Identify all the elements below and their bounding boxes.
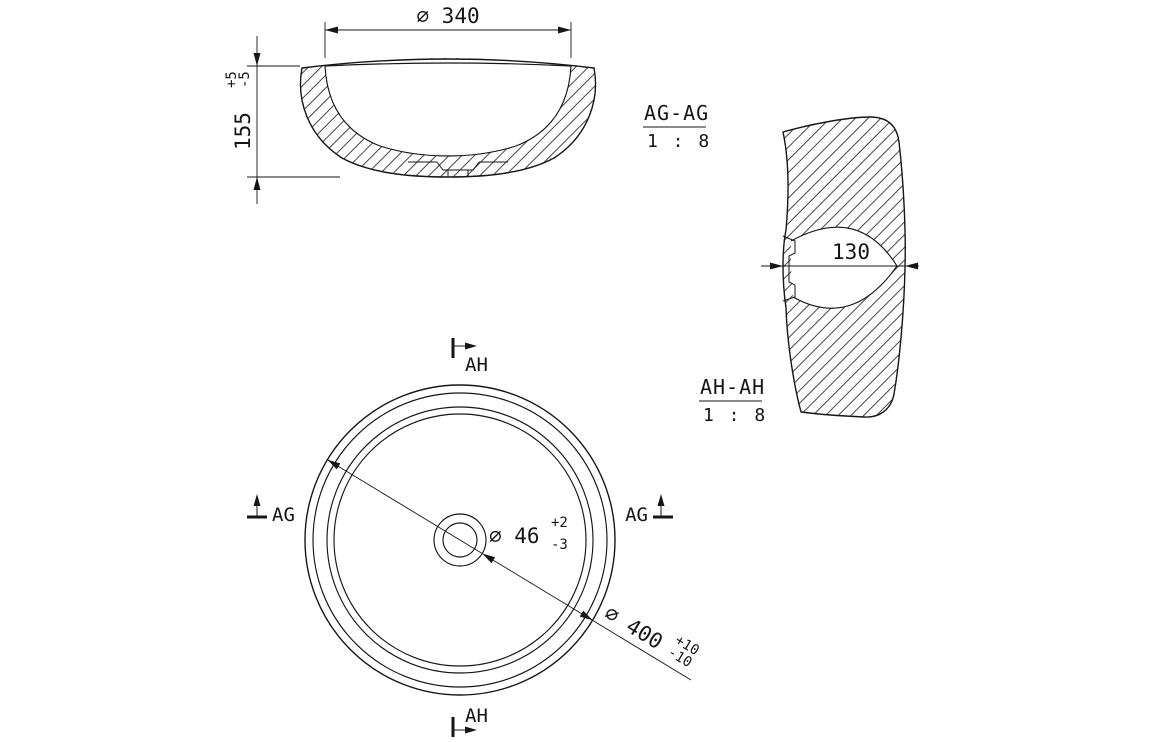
marker-arrowhead (253, 494, 261, 506)
circle-outer-rim (304, 384, 616, 696)
section-marker-ag-left: AG (247, 494, 295, 526)
section-marker-ah-bottom: AH (451, 705, 488, 737)
marker-arrowhead (465, 342, 477, 350)
basin-outer-profile (299, 58, 597, 178)
side-inner-bowl-arc-upper (790, 226, 898, 267)
section-marker-ah-top: AH (451, 338, 488, 376)
section-scale-ah: 1 : 8 (703, 405, 767, 426)
circle-bowl-inner-edge (333, 413, 587, 667)
marker-arrowhead (465, 726, 477, 734)
circle-drain-inner (442, 522, 478, 558)
circle-bowl-opening (326, 406, 594, 674)
side-inner-bowl-arc-lower (792, 265, 898, 309)
drain-recess-detail (408, 161, 508, 177)
dimension-drain-46: ⌀ 46 +2 -3 (482, 515, 568, 564)
section-ah-view: 130 AH-AH 1 : 8 (699, 116, 919, 426)
section-title-ag: AG-AG (644, 101, 709, 125)
basin-rim-opening-arc (324, 62, 572, 67)
plan-view: ⌀ 400 +10 -10 ⌀ 46 +2 -3 AH AH (247, 338, 702, 737)
dim-arrowhead (905, 262, 918, 270)
marker-label-ah: AH (465, 705, 488, 727)
dimension-diameter-400: ⌀ 400 +10 -10 (326, 458, 702, 681)
dimension-line-oblique (326, 458, 692, 681)
dim-text-drain-46: ⌀ 46 (489, 524, 540, 548)
dim-arrowhead (558, 26, 571, 34)
section-ah-title-block: AH-AH 1 : 8 (699, 375, 767, 426)
dim-arrowhead (253, 53, 261, 66)
section-scale-ag: 1 : 8 (647, 131, 711, 152)
dim-tolerance-plus: +2 (551, 515, 568, 531)
basin-inner-bowl-profile (324, 65, 572, 157)
dim-tolerance-plus: +5 (224, 71, 240, 88)
basin-section-hatch-area (300, 58, 596, 177)
circle-rim-step (312, 392, 608, 688)
extension-line (247, 65, 340, 178)
side-drain-detail (782, 235, 796, 302)
dim-text-height-155: 155 (231, 112, 255, 150)
dim-arrowhead (327, 459, 341, 470)
dim-text-depth-130: 130 (832, 240, 870, 264)
marker-arrowhead (657, 494, 665, 506)
side-section-hatch-area (783, 117, 906, 418)
dimension-height-155: 155 +5 -5 (224, 36, 340, 204)
circle-drain-outer (433, 513, 487, 567)
side-outer-profile (782, 116, 906, 418)
dim-text-diameter-340: ⌀ 340 (416, 4, 479, 28)
dim-arrowhead (770, 262, 783, 270)
dim-arrowhead (579, 610, 593, 621)
marker-label-ag: AG (625, 504, 648, 526)
marker-label-ah: AH (465, 354, 488, 376)
dim-arrowhead (482, 553, 496, 564)
dim-tolerance-minus: -5 (237, 71, 253, 88)
marker-label-ag: AG (272, 504, 295, 526)
dim-arrowhead (253, 177, 261, 190)
section-title-ah: AH-AH (700, 375, 765, 399)
section-marker-ag-right: AG (625, 494, 673, 526)
extension-line (324, 22, 572, 58)
dim-text-diameter-400: ⌀ 400 (600, 601, 667, 654)
dimension-depth-130: 130 (761, 240, 919, 270)
dimension-diameter-340: ⌀ 340 (324, 4, 572, 58)
section-ag-title-block: AG-AG 1 : 8 (643, 101, 711, 152)
dim-tolerance-minus: -3 (551, 537, 568, 553)
dim-arrowhead (325, 26, 338, 34)
section-ag-view: ⌀ 340 155 +5 -5 AG-AG 1 : 8 (224, 4, 711, 204)
